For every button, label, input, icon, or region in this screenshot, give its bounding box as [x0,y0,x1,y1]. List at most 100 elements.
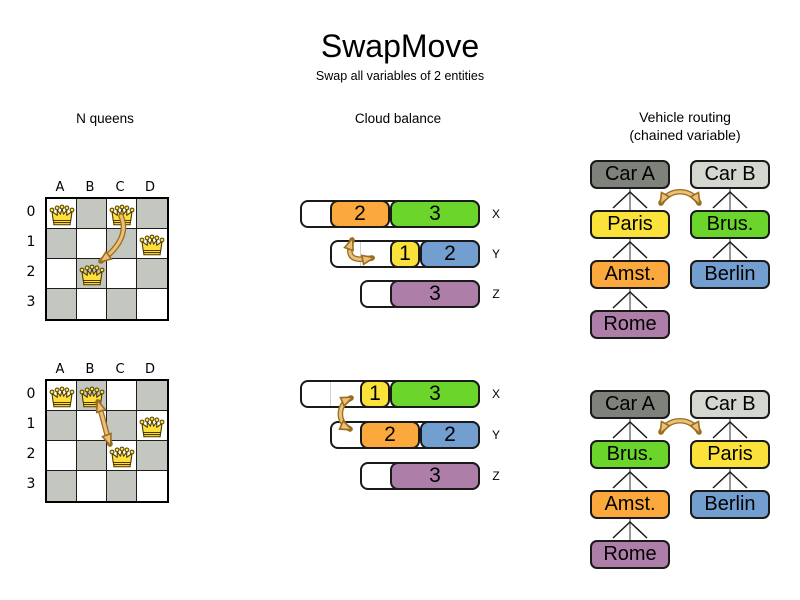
vrp-after-stop-box-berlin: Berlin [690,490,770,519]
vrp-after-vehicle-box-cara: Car A [590,390,670,419]
nqueens-after-cell-A1 [47,411,77,441]
cloud-before-computer-label-X: X [491,207,500,221]
nqueens-before-col-label-C: C [115,180,125,195]
swap-arrow-vrp-before [658,188,702,203]
page-subtitle: Swap all variables of 2 entities [315,69,485,83]
nqueens-after-cell-D2 [137,441,167,471]
vrp-after-chain-connector [708,469,752,490]
nqueens-before-row-label-3: 3 [26,294,36,310]
cloud-before-process-block-purple: 3 [390,280,480,308]
nqueens-before-col-label-A: A [55,180,65,195]
nqueens-after-col-label-A: A [55,362,65,377]
cloud-section-title: Cloud balance [354,111,442,126]
queen-crown-icon [49,386,75,408]
cloud-after-free-unit-line [330,382,331,406]
nqueens-before-cell-D0 [137,199,167,229]
nqueens-after-cell-B1 [77,411,107,441]
chain-up-arrow-icon [712,419,748,440]
cloud-after-process-block-blue: 2 [420,421,480,449]
nqueens-after-row-label-3: 3 [26,476,36,492]
nqueens-before-cell-A1 [47,229,77,259]
vrp-before-chain-connector [708,189,752,210]
nqueens-after-queen-C2 [109,446,135,468]
nqueens-after-row-label-0: 0 [26,386,36,402]
chain-up-arrow-icon [712,239,748,260]
vrp-before-stop-box-brus: Brus. [690,210,770,239]
nqueens-before-queen-A0 [49,204,75,226]
vrp-section-title-line1: Vehicle routing [639,109,731,125]
vrp-after-chain-connector [608,519,652,540]
nqueens-after-cell-C3 [107,471,137,501]
chain-up-arrow-icon [612,419,648,440]
queen-crown-icon [49,204,75,226]
nqueens-after-grid [45,379,169,503]
vrp-before-vehicle-box-carb: Car B [690,160,770,189]
cloud-before-process-block-orange: 2 [330,200,390,228]
nqueens-after-cell-D3 [137,471,167,501]
chain-up-arrow-icon [612,519,648,540]
vrp-before-chain-connector [608,289,652,310]
nqueens-after-queen-D1 [139,416,165,438]
vrp-before-chain-connector [608,189,652,210]
nqueens-before-col-label-B: B [85,180,95,195]
chain-up-arrow-icon [612,289,648,310]
vrp-before-chain-connector [708,239,752,260]
cloud-before-computer-label-Y: Y [491,247,500,261]
vrp-after-chain-connector [608,419,652,440]
nqueens-before-col-label-D: D [144,180,155,195]
vrp-before-stop-box-paris: Paris [590,210,670,239]
nqueens-before-grid [45,197,169,321]
nqueens-before-queen-B2 [79,264,105,286]
vrp-before-stop-box-berlin: Berlin [690,260,770,289]
nqueens-before-cell-B3 [77,289,107,319]
vrp-before-chain-connector [608,239,652,260]
cloud-after-process-block-yellow: 1 [360,380,390,408]
nqueens-after-cell-B2 [77,441,107,471]
nqueens-before-queen-C0 [109,204,135,226]
cloud-after-process-block-orange: 2 [360,421,420,449]
chain-up-arrow-icon [712,189,748,210]
nqueens-after-queen-A0 [49,386,75,408]
nqueens-after-cell-A3 [47,471,77,501]
nqueens-before-cell-C1 [107,229,137,259]
vrp-before-stop-box-amst: Amst. [590,260,670,289]
queen-crown-icon [139,234,165,256]
nqueens-before-cell-C2 [107,259,137,289]
vrp-section-title-line2: (chained variable) [629,127,741,143]
vrp-before-stop-box-rome: Rome [590,310,670,339]
nqueens-after-cell-C0 [107,381,137,411]
vrp-after-vehicle-box-carb: Car B [690,390,770,419]
nqueens-after-cell-D0 [137,381,167,411]
cloud-before-process-block-blue: 2 [420,240,480,268]
nqueens-after-col-label-C: C [115,362,125,377]
cloud-before-free-unit-line [360,242,361,266]
nqueens-before-queen-D1 [139,234,165,256]
cloud-before-computer-label-Z: Z [492,287,500,301]
nqueens-after-col-label-B: B [85,362,95,377]
vrp-after-stop-box-rome: Rome [590,540,670,569]
cloud-after-computer-label-Y: Y [491,428,500,442]
cloud-before-process-block-green: 3 [390,200,480,228]
nqueens-before-row-label-0: 0 [26,204,36,220]
nqueens-after-cell-C1 [107,411,137,441]
page-title: SwapMove [320,28,480,64]
nqueens-after-row-label-2: 2 [26,446,36,462]
nqueens-before-cell-B1 [77,229,107,259]
nqueens-before-row-label-1: 1 [26,234,36,250]
nqueens-before-row-label-2: 2 [26,264,36,280]
cloud-after-computer-label-Z: Z [492,469,500,483]
nqueens-section-title: N queens [76,111,134,126]
chain-up-arrow-icon [612,239,648,260]
vrp-after-chain-connector [708,419,752,440]
swap-arrow-vrp-after [658,417,702,432]
cloud-before-process-block-yellow: 1 [390,240,420,268]
nqueens-before-cell-D2 [137,259,167,289]
vrp-before-vehicle-box-cara: Car A [590,160,670,189]
cloud-after-computer-label-X: X [491,387,500,401]
queen-crown-icon [79,264,105,286]
nqueens-after-cell-A2 [47,441,77,471]
queen-crown-icon [109,204,135,226]
queen-crown-icon [109,446,135,468]
chain-up-arrow-icon [612,189,648,210]
